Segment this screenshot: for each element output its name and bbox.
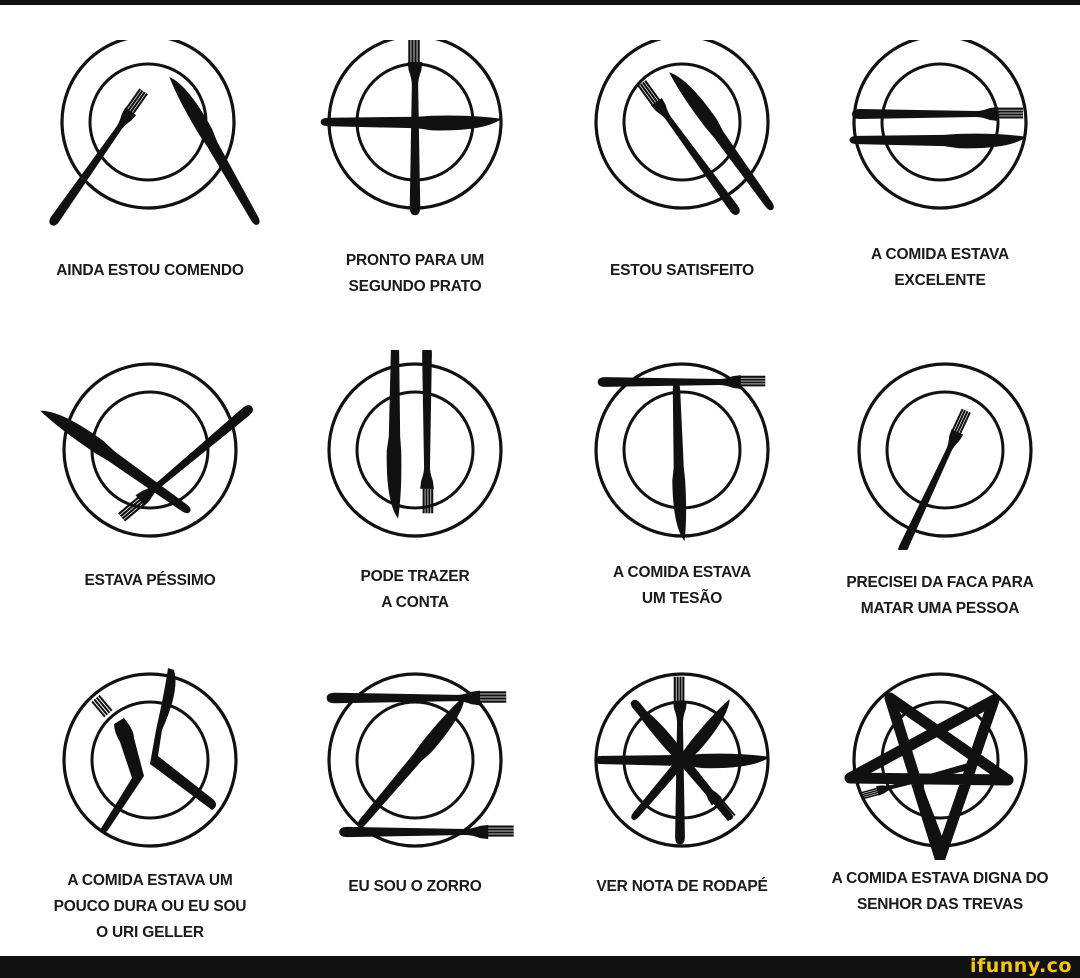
zorro-z-cutlery-icon bbox=[326, 672, 514, 848]
caption-9: A COMIDA ESTAVA UM POUCO DURA OU EU SOU … bbox=[53, 872, 247, 941]
cell-6: PODE TRAZER A CONTA bbox=[285, 350, 545, 650]
cell-12: A COMIDA ESTAVA DIGNA DO SENHOR DAS TREV… bbox=[810, 660, 1070, 960]
caption-11: VER NOTA DE RODAPÉ bbox=[596, 878, 768, 895]
bottom-border bbox=[0, 956, 1080, 978]
fork-and-knife-v-shape-icon bbox=[38, 362, 257, 538]
caption-6: PODE TRAZER A CONTA bbox=[360, 568, 470, 611]
cell-5: ESTAVA PÉSSIMO bbox=[20, 350, 280, 650]
star-burst-cutlery-icon bbox=[594, 672, 770, 848]
bent-fork-and-knife-icon bbox=[62, 668, 238, 848]
cell-2: PRONTO PARA UM SEGUNDO PRATO bbox=[285, 40, 545, 340]
caption-5: ESTAVA PÉSSIMO bbox=[84, 572, 216, 589]
cell-4: A COMIDA ESTAVA EXCELENTE bbox=[810, 40, 1070, 340]
cell-1: AINDA ESTOU COMENDO bbox=[20, 40, 280, 340]
caption-4: A COMIDA ESTAVA EXCELENTE bbox=[871, 246, 1009, 289]
cell-10: EU SOU O ZORRO bbox=[285, 660, 545, 960]
fork-and-knife-cross-icon bbox=[320, 40, 503, 216]
fork-only-icon bbox=[857, 362, 1033, 550]
top-border bbox=[0, 0, 1080, 5]
caption-2: PRONTO PARA UM SEGUNDO PRATO bbox=[345, 252, 485, 295]
cell-11: VER NOTA DE RODAPÉ bbox=[552, 660, 812, 960]
cell-8: PRECISEI DA FACA PARA MATAR UMA PESSOA bbox=[810, 350, 1070, 650]
fork-and-knife-parallel-diagonal-icon bbox=[594, 40, 780, 219]
caption-3: ESTOU SATISFEITO bbox=[609, 262, 755, 279]
fork-and-knife-vertical-icon bbox=[327, 350, 503, 538]
caption-7: A COMIDA ESTAVA UM TESÃO bbox=[613, 564, 751, 607]
pentagram-cutlery-icon bbox=[844, 672, 1028, 860]
cell-7: A COMIDA ESTAVA UM TESÃO bbox=[552, 350, 812, 650]
cell-3: ESTOU SATISFEITO bbox=[552, 40, 812, 340]
caption-10: EU SOU O ZORRO bbox=[348, 878, 482, 895]
fork-and-knife-horizontal-icon bbox=[849, 40, 1028, 210]
cell-9: A COMIDA ESTAVA UM POUCO DURA OU EU SOU … bbox=[20, 660, 280, 960]
fork-and-knife-t-shape-icon bbox=[594, 362, 770, 542]
caption-8: PRECISEI DA FACA PARA MATAR UMA PESSOA bbox=[846, 574, 1034, 617]
watermark-logo: ifunny.co bbox=[969, 955, 1072, 977]
fork-and-knife-crossed-open-icon bbox=[45, 40, 265, 229]
caption-12: A COMIDA ESTAVA DIGNA DO SENHOR DAS TREV… bbox=[831, 870, 1049, 913]
caption-1: AINDA ESTOU COMENDO bbox=[56, 262, 244, 279]
